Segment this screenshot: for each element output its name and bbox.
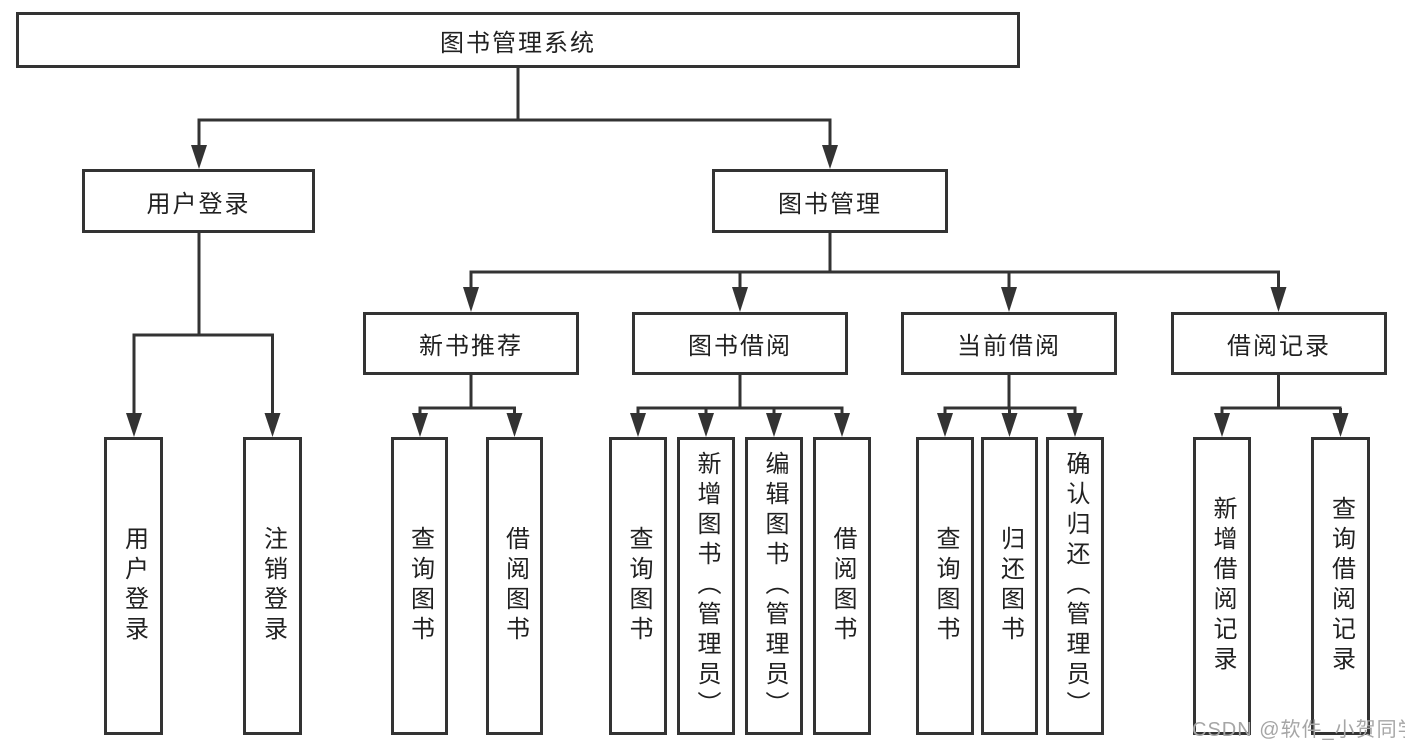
leaf-borrow-books-recommendation: 借阅图书 (486, 437, 543, 735)
leaf-edit-books-admin: 编辑图书（管理员） (745, 437, 803, 735)
csdn-watermark: CSDN @软件_小贺同学 (1192, 719, 1405, 741)
node-book-borrowing: 图书借阅 (632, 312, 848, 375)
node-borrowing-records: 借阅记录 (1171, 312, 1387, 375)
leaf-borrow-books-borrowing: 借阅图书 (813, 437, 871, 735)
node-current-borrowing: 当前借阅 (901, 312, 1117, 375)
leaf-query-books-current: 查询图书 (916, 437, 974, 735)
leaf-query-books-recommendation: 查询图书 (391, 437, 448, 735)
leaf-return-books: 归还图书 (981, 437, 1038, 735)
leaf-user-login: 用户登录 (104, 437, 163, 735)
leaf-query-books-borrowing: 查询图书 (609, 437, 667, 735)
leaf-query-borrow-record: 查询借阅记录 (1311, 437, 1370, 735)
node-library-management-system: 图书管理系统 (16, 12, 1020, 68)
node-book-management: 图书管理 (712, 169, 948, 233)
connector-arrowheads (126, 145, 1349, 437)
node-new-book-recommendation: 新书推荐 (363, 312, 579, 375)
leaf-logout: 注销登录 (243, 437, 302, 735)
leaf-add-borrow-record: 新增借阅记录 (1193, 437, 1251, 735)
leaf-add-books-admin: 新增图书（管理员） (677, 437, 735, 735)
node-user-login: 用户登录 (82, 169, 315, 233)
leaf-confirm-return-admin: 确认归还（管理员） (1046, 437, 1104, 735)
